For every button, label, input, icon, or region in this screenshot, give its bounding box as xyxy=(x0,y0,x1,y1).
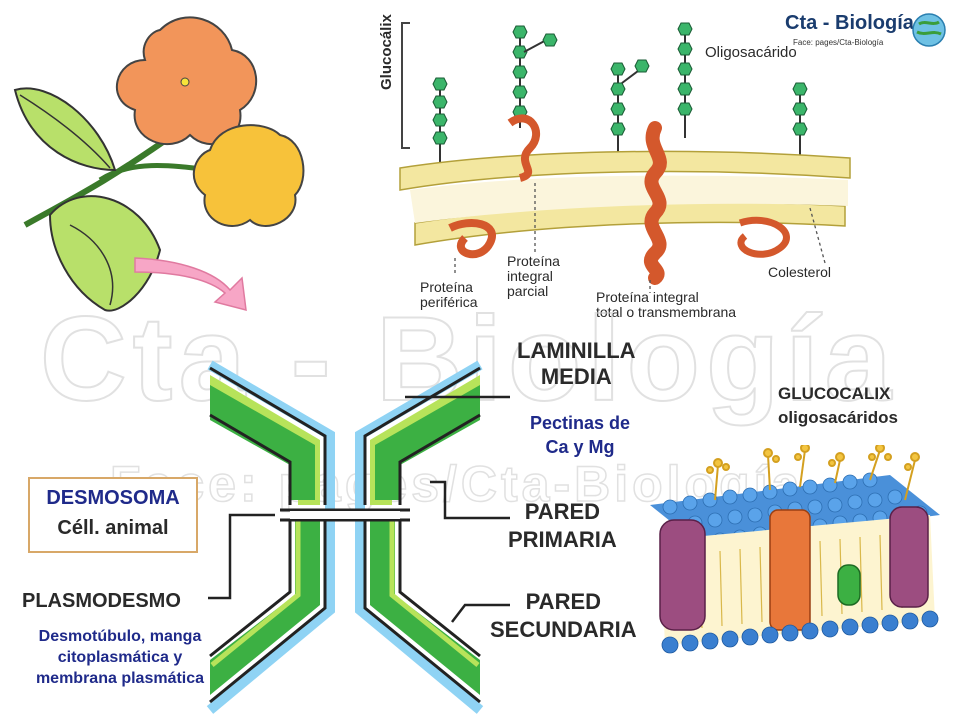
cell-wall-diagram xyxy=(206,360,510,714)
brand-subtitle: Face: pages/Cta-Biología xyxy=(793,38,884,47)
desmotubulo-label: Desmotúbulo, manga citoplasmática y memb… xyxy=(35,628,205,687)
protein-green xyxy=(837,564,861,606)
peripheral-protein-top xyxy=(448,219,496,259)
oligo-chain-1 xyxy=(432,77,448,163)
protein-purple-right xyxy=(889,506,929,608)
integral-total-label: Proteína integral total o transmembrana xyxy=(596,289,737,320)
leaf-bottom xyxy=(48,195,162,312)
glucocalix-side-label: Glucocálix xyxy=(378,14,395,90)
pared-secundaria-label: PARED SECUNDARIA xyxy=(490,589,637,642)
pink-arrow xyxy=(134,257,247,312)
integral-parcial-label: Proteína integral parcial xyxy=(507,253,560,299)
oligo-chain-2 xyxy=(512,25,558,128)
oligosacarido-label: Oligosacárido xyxy=(705,44,797,61)
pectinas-label: Pectinas de Ca y Mg xyxy=(530,413,631,457)
lipid-bilayer-top xyxy=(399,150,851,246)
pared-primaria-label: PARED PRIMARIA xyxy=(508,499,617,552)
cholesterol-protein-top xyxy=(737,216,790,258)
colesterol-label: Colesterol xyxy=(768,264,832,280)
partial-protein-top xyxy=(507,114,540,182)
protein-orange xyxy=(769,509,811,631)
membrane-diagram-top xyxy=(399,22,851,293)
integral-protein-top xyxy=(644,121,667,285)
protein-purple-left xyxy=(659,519,706,631)
glucocalix-label: GLUCOCALIX oligosacáridos xyxy=(778,384,898,427)
globe-icon xyxy=(912,13,946,47)
flower-yellow xyxy=(192,124,305,227)
membrane-3d-diagram xyxy=(650,445,940,654)
brand-title: Cta - Biología xyxy=(785,12,914,34)
oligo-chain-3 xyxy=(610,59,650,158)
brand-logo: Cta - Biología Face: pages/Cta-Biología xyxy=(785,12,955,52)
periferica-label: Proteína periférica xyxy=(420,279,478,310)
desmosoma-box: DESMOSOMA Céll. animal xyxy=(28,477,198,553)
plasmodesmo-label: PLASMODESMO xyxy=(22,590,181,612)
laminilla-media-label: LAMINILLA MEDIA xyxy=(517,338,636,389)
flower-illustration xyxy=(13,16,305,312)
oligo-chain-4 xyxy=(677,22,693,138)
oligo-chain-5 xyxy=(792,82,808,168)
